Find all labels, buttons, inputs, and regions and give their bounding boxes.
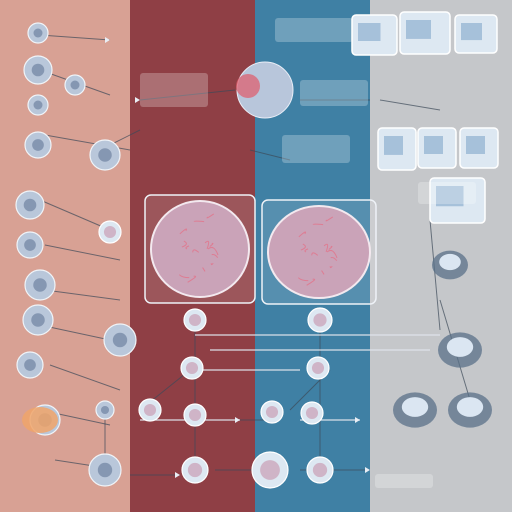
cell-nucleus-icon xyxy=(188,408,202,422)
cell-nucleus-icon xyxy=(24,359,36,371)
cell-nucleus-icon xyxy=(313,313,327,327)
panel-content xyxy=(436,186,464,207)
arrow-icon xyxy=(105,37,110,43)
organoid-vein xyxy=(304,248,309,253)
organoid-icon xyxy=(150,200,250,298)
cell-nucleus-icon xyxy=(185,361,199,375)
petri-dish-surface xyxy=(456,397,484,417)
arrow-icon xyxy=(355,417,360,423)
organoid-vein xyxy=(185,245,190,250)
cell-nucleus-icon xyxy=(24,239,36,251)
cell-nucleus-icon xyxy=(311,361,325,375)
cell-nucleus-icon xyxy=(103,225,117,239)
organoid-vein xyxy=(311,252,319,256)
cell-nucleus-icon xyxy=(143,403,157,417)
panel-content xyxy=(406,20,431,39)
organoid-vein xyxy=(330,256,338,261)
connector-line xyxy=(139,89,236,101)
organoid-vein xyxy=(202,267,206,272)
cell-nucleus-icon xyxy=(188,313,202,327)
cell-nucleus-icon xyxy=(33,28,43,38)
cell-nucleus-icon xyxy=(31,313,45,327)
cell-nucleus-icon xyxy=(33,100,43,110)
cell-nucleus-icon xyxy=(23,198,37,212)
cell-nucleus-icon xyxy=(187,462,203,478)
petri-dish-icon xyxy=(22,407,58,433)
cell-nucleus-icon xyxy=(70,80,80,90)
connector-line xyxy=(39,199,111,231)
organoid-vein xyxy=(187,275,197,283)
organoid-vein xyxy=(306,278,316,286)
organoid-vein xyxy=(207,247,219,256)
connector-line xyxy=(429,219,441,331)
petri-dish-surface xyxy=(401,397,429,417)
label-bottom-right xyxy=(375,474,433,488)
organoid-vein xyxy=(297,277,309,282)
connector-line xyxy=(49,364,121,391)
organoid-vein xyxy=(300,243,306,251)
organoid-vein xyxy=(206,213,215,219)
organoid-vein xyxy=(323,243,329,252)
arrow-icon xyxy=(135,97,140,103)
panel-content xyxy=(384,136,403,155)
arrow-icon xyxy=(235,417,240,423)
organoid-vein xyxy=(211,253,219,258)
cell-nucleus-icon xyxy=(312,462,328,478)
petri-dish-surface xyxy=(439,253,461,271)
label-right-upper xyxy=(300,80,368,106)
organoid-vein xyxy=(326,250,338,259)
panel-content xyxy=(358,23,381,41)
organoid-vein xyxy=(321,270,325,275)
connector-line xyxy=(44,244,121,261)
organoid-vein xyxy=(179,228,188,235)
connector-line xyxy=(39,34,111,41)
cell-nucleus-icon xyxy=(32,139,44,151)
organoid-vein xyxy=(329,265,333,269)
label-top-center xyxy=(275,18,353,42)
cell-nucleus-icon xyxy=(305,406,319,420)
panel-content xyxy=(466,136,485,154)
organoid-vein xyxy=(209,242,214,247)
organoid-vein xyxy=(204,240,210,249)
organoid-icon xyxy=(267,205,371,299)
cell-nucleus-icon xyxy=(98,148,112,162)
organoid-vein xyxy=(298,231,307,238)
organoid-vein xyxy=(210,262,214,266)
arrow-icon xyxy=(175,472,180,478)
organoid-vein xyxy=(193,220,205,223)
panel-content xyxy=(461,23,482,41)
cell-nucleus-icon xyxy=(97,462,113,478)
organoid-vein xyxy=(325,216,334,222)
cell-nucleus-icon xyxy=(100,405,110,415)
connector-line xyxy=(379,99,441,111)
label-mid-center xyxy=(282,135,350,163)
petri-dish-surface xyxy=(446,337,474,357)
cell-nucleus-icon xyxy=(265,405,279,419)
organoid-vein xyxy=(178,274,190,279)
cell-nucleus-icon xyxy=(33,278,47,292)
label-right-mid xyxy=(418,182,476,204)
organoid-vein xyxy=(192,249,200,253)
panel-content xyxy=(424,136,443,154)
organoid-vein xyxy=(328,245,333,250)
organoid-vein xyxy=(181,240,187,248)
connector-line xyxy=(249,149,291,161)
organoid-vein xyxy=(312,223,324,226)
cell-highlight-icon xyxy=(236,74,260,98)
cell-nucleus-icon xyxy=(260,460,280,480)
connector-line xyxy=(44,289,121,301)
arrow-icon xyxy=(365,467,370,473)
cell-nucleus-icon xyxy=(31,63,45,77)
cell-nucleus-icon xyxy=(112,332,128,348)
label-mid-left xyxy=(140,73,208,107)
